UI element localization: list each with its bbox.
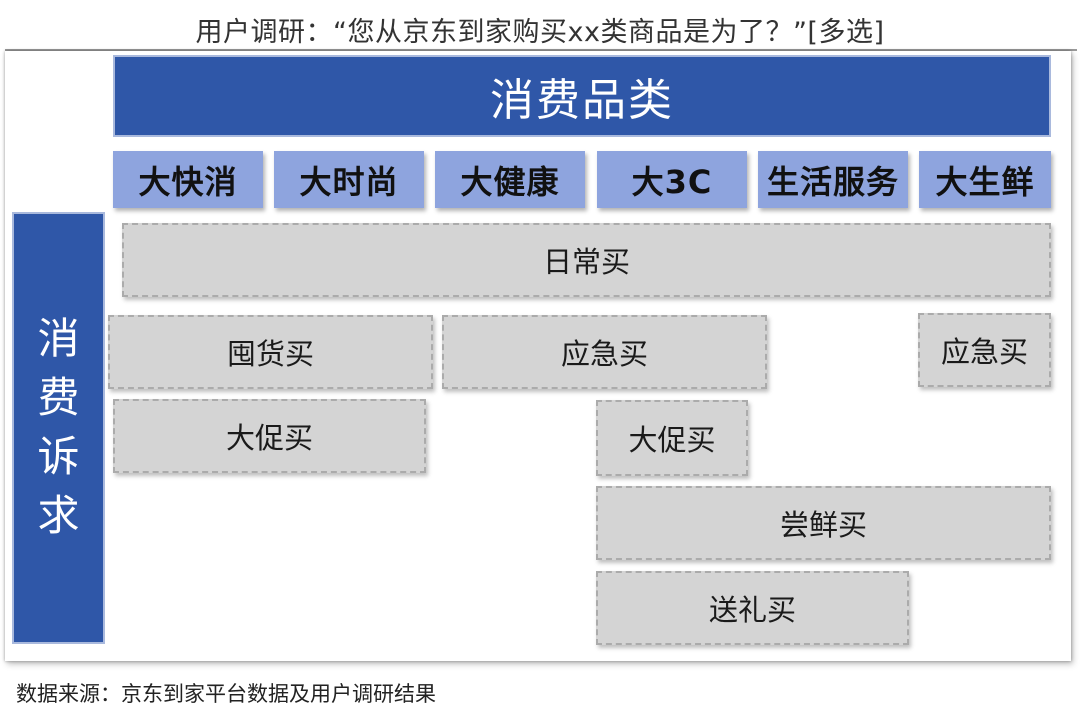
data-source-note: 数据来源：京东到家平台数据及用户调研结果: [16, 682, 436, 706]
category-fresh: 大生鲜: [919, 151, 1051, 208]
header-consumer-categories: 消费品类: [113, 55, 1051, 137]
need-stockpile: 囤货买: [108, 315, 433, 389]
page-title: 用户调研：“您从京东到家购买xx类商品是为了？”[多选]: [195, 17, 885, 48]
category-3c: 大3C: [597, 151, 747, 208]
title-divider: [5, 49, 1077, 51]
need-urgent: 应急买: [442, 315, 767, 389]
need-gift: 送礼买: [596, 571, 909, 645]
need-daily: 日常买: [122, 223, 1051, 297]
need-taste-fresh: 尝鲜买: [596, 486, 1051, 560]
sidebar-consumer-needs: 消 费 诉 求: [12, 212, 105, 644]
need-promo-3c: 大促买: [596, 400, 748, 476]
need-promo: 大促买: [113, 399, 426, 473]
category-life-services: 生活服务: [758, 151, 908, 208]
sidebar-char: 消: [37, 314, 80, 364]
category-fashion: 大时尚: [274, 151, 424, 208]
sidebar-char: 诉: [37, 432, 80, 481]
need-urgent-fresh: 应急买: [918, 313, 1051, 387]
sidebar-char: 费: [37, 373, 80, 423]
category-health: 大健康: [435, 151, 585, 208]
category-fmcg: 大快消: [113, 151, 263, 208]
sidebar-char: 求: [37, 490, 80, 540]
